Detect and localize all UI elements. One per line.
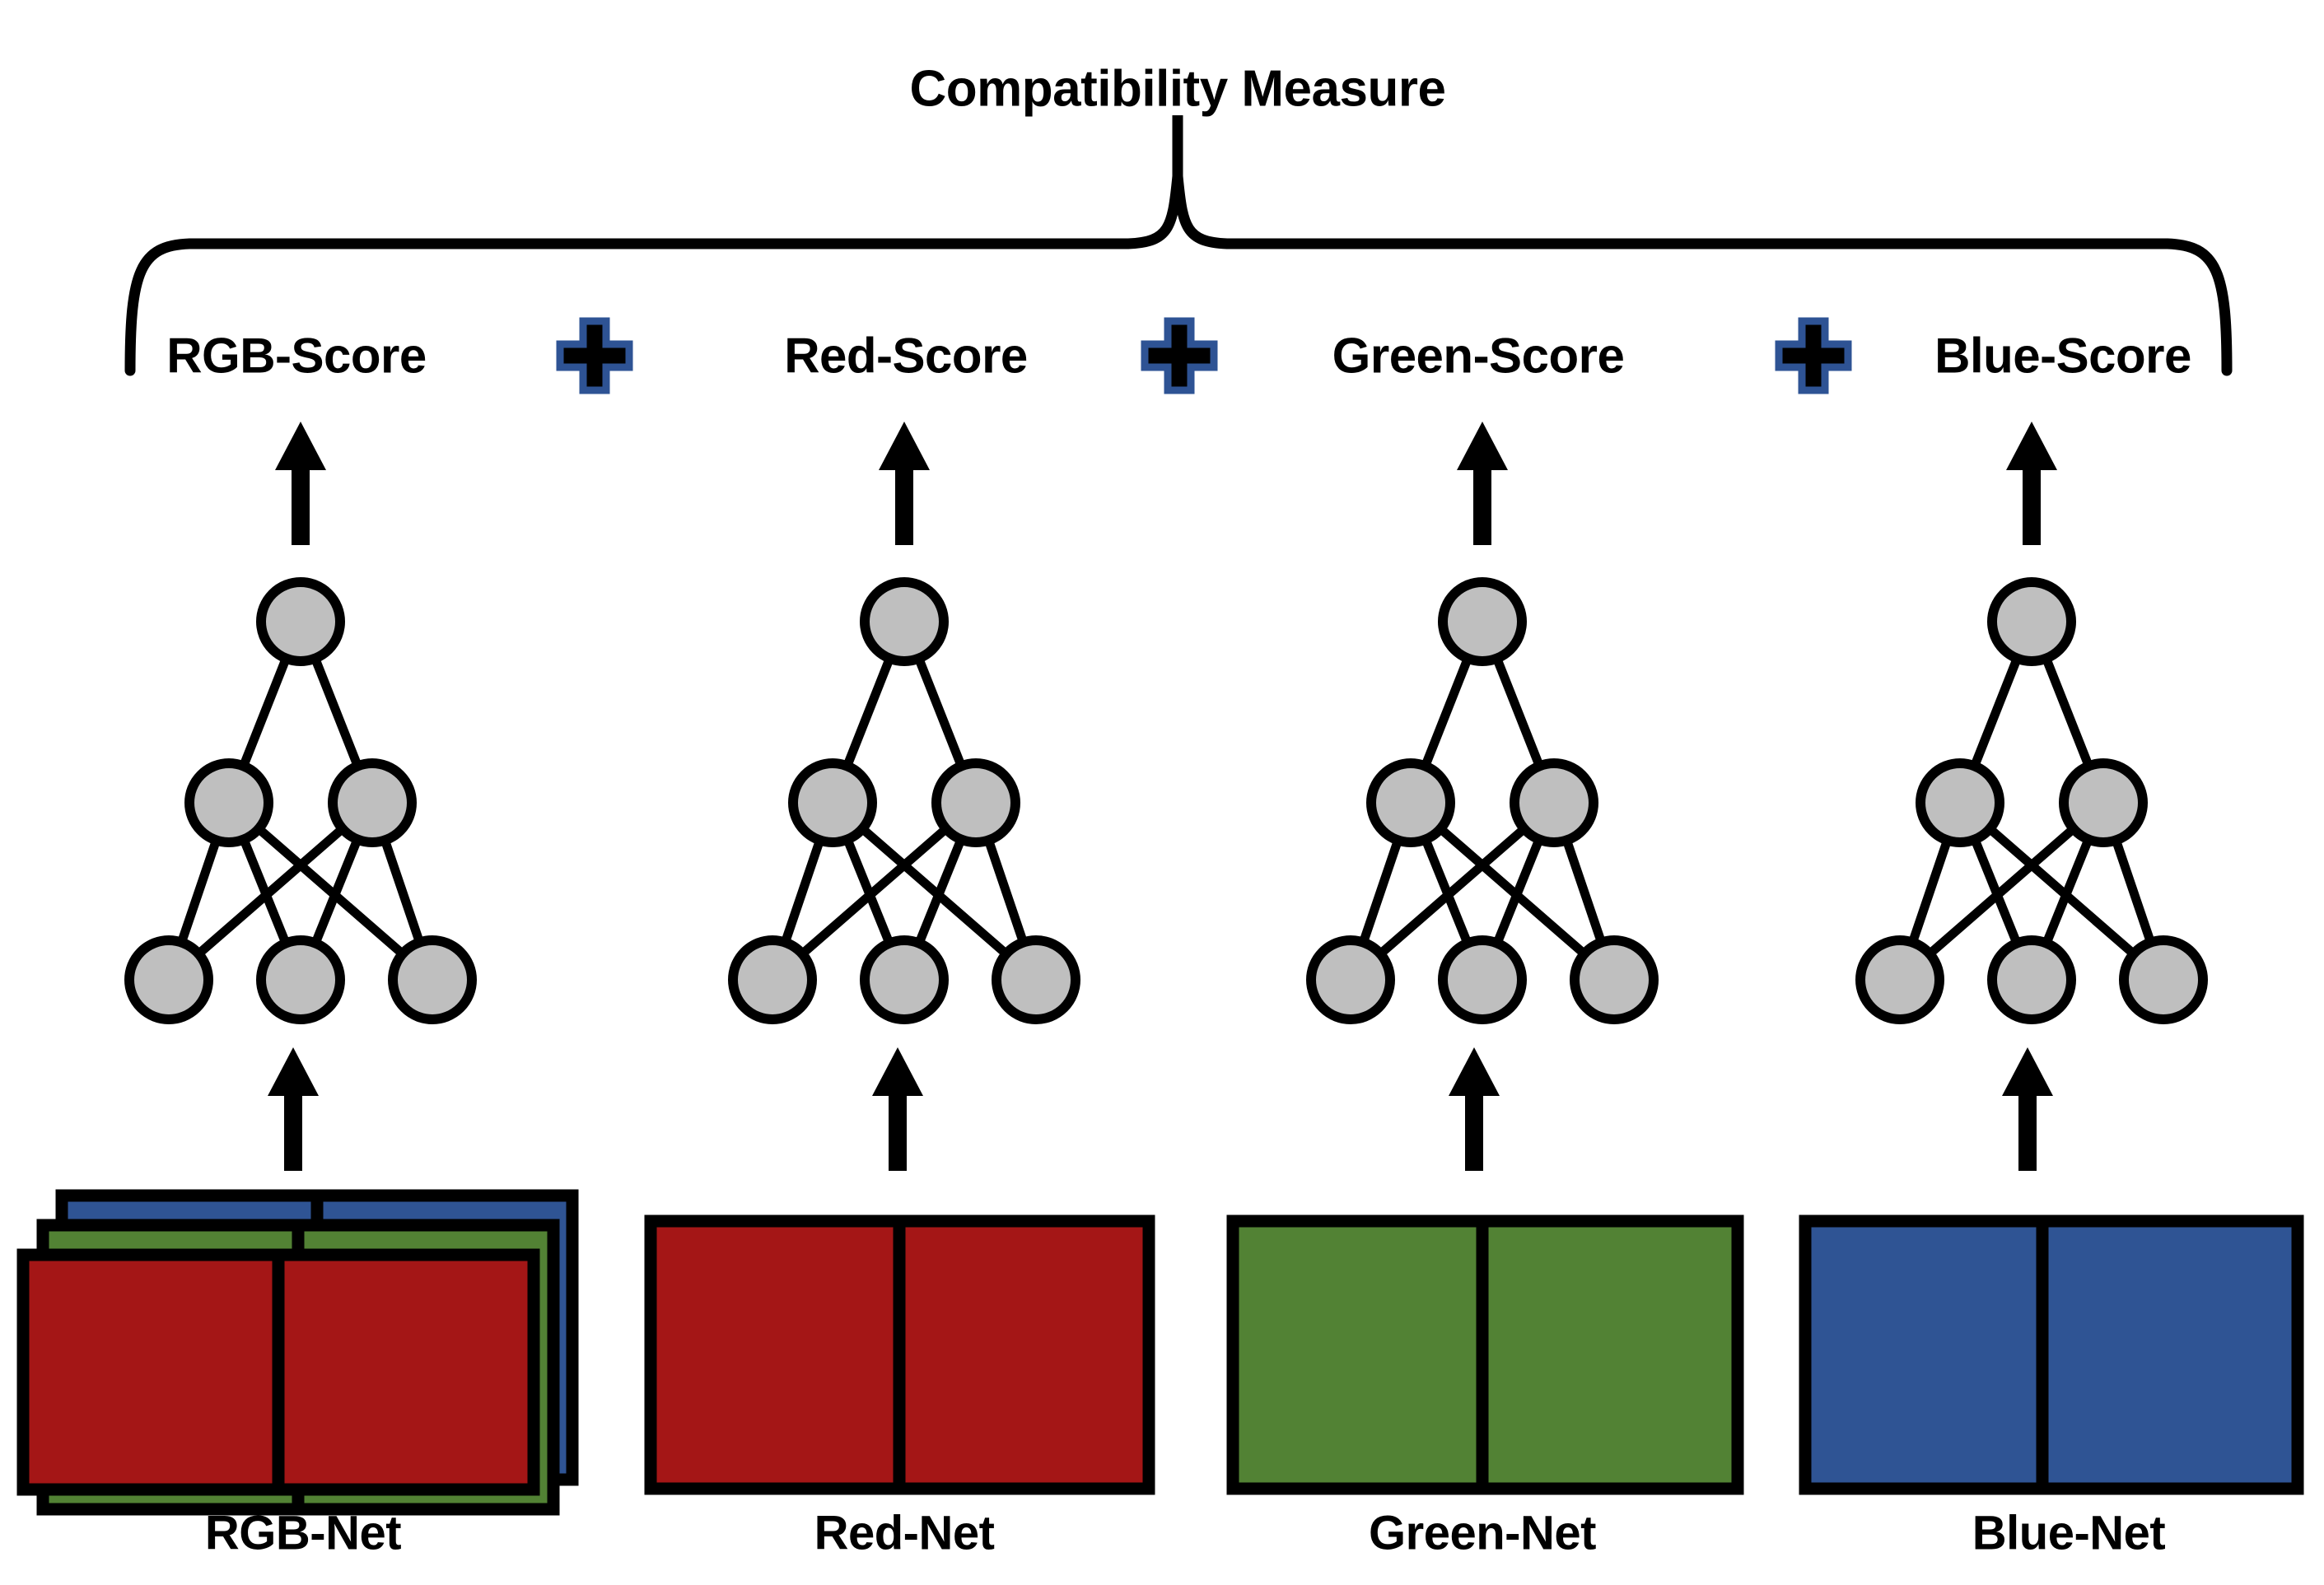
net-node bbox=[1916, 758, 2004, 847]
input-image-blue bbox=[1799, 1214, 2304, 1495]
net-node bbox=[860, 935, 949, 1024]
score-label-green: Green-Score bbox=[1332, 328, 1625, 384]
plus-sign-1 bbox=[560, 321, 629, 390]
net-label-green: Green-Net bbox=[1369, 1506, 1596, 1560]
input-stack-rgb bbox=[16, 1189, 579, 1516]
compatibility-brace bbox=[124, 115, 2233, 376]
upper-arrow-blue bbox=[2006, 422, 2057, 545]
upper-arrow-rgb bbox=[275, 422, 326, 545]
net-node bbox=[1306, 935, 1395, 1024]
input-image-red bbox=[644, 1214, 1155, 1495]
net-node bbox=[124, 935, 213, 1024]
net-label-blue: Blue-Net bbox=[1972, 1506, 2166, 1560]
net-node bbox=[860, 577, 949, 666]
lower-arrow-red bbox=[872, 1047, 923, 1171]
input-image-green bbox=[1226, 1214, 1744, 1495]
net-nodes-blue bbox=[1855, 577, 2208, 1024]
net-node bbox=[1855, 935, 1944, 1024]
lower-arrow-green bbox=[1449, 1047, 1500, 1171]
plus-sign-2 bbox=[1145, 321, 1214, 390]
score-label-blue: Blue-Score bbox=[1934, 328, 2191, 384]
net-nodes-rgb bbox=[124, 577, 477, 1024]
net-node bbox=[2059, 758, 2148, 847]
net-node bbox=[728, 935, 817, 1024]
score-label-rgb: RGB-Score bbox=[166, 328, 427, 384]
input-layer-red bbox=[16, 1248, 540, 1496]
neural-net-red bbox=[728, 577, 1080, 1024]
neural-net-green bbox=[1306, 577, 1659, 1024]
plus-sign-3 bbox=[1779, 321, 1848, 390]
upper-arrow-green bbox=[1457, 422, 1508, 545]
net-node bbox=[1987, 577, 2076, 666]
lower-arrow-blue bbox=[2002, 1047, 2053, 1171]
neural-net-blue bbox=[1855, 577, 2208, 1024]
net-label-red: Red-Net bbox=[814, 1506, 995, 1560]
net-nodes-red bbox=[728, 577, 1080, 1024]
lower-arrow-rgb bbox=[268, 1047, 319, 1171]
net-node bbox=[256, 577, 345, 666]
net-node bbox=[992, 935, 1080, 1024]
net-node bbox=[1366, 758, 1455, 847]
net-node bbox=[256, 935, 345, 1024]
net-node bbox=[1987, 935, 2076, 1024]
net-node bbox=[931, 758, 1020, 847]
net-node bbox=[1438, 935, 1527, 1024]
page-title: Compatibility Measure bbox=[909, 60, 1446, 118]
net-node bbox=[328, 758, 417, 847]
net-node bbox=[1570, 935, 1659, 1024]
net-nodes-green bbox=[1306, 577, 1659, 1024]
upper-arrow-red bbox=[879, 422, 930, 545]
net-node bbox=[388, 935, 477, 1024]
net-node bbox=[1510, 758, 1598, 847]
net-node bbox=[2119, 935, 2208, 1024]
net-node bbox=[184, 758, 273, 847]
net-node bbox=[1438, 577, 1527, 666]
score-label-red: Red-Score bbox=[784, 328, 1028, 384]
net-label-rgb: RGB-Net bbox=[204, 1506, 402, 1560]
neural-net-rgb bbox=[124, 577, 477, 1024]
net-node bbox=[788, 758, 877, 847]
